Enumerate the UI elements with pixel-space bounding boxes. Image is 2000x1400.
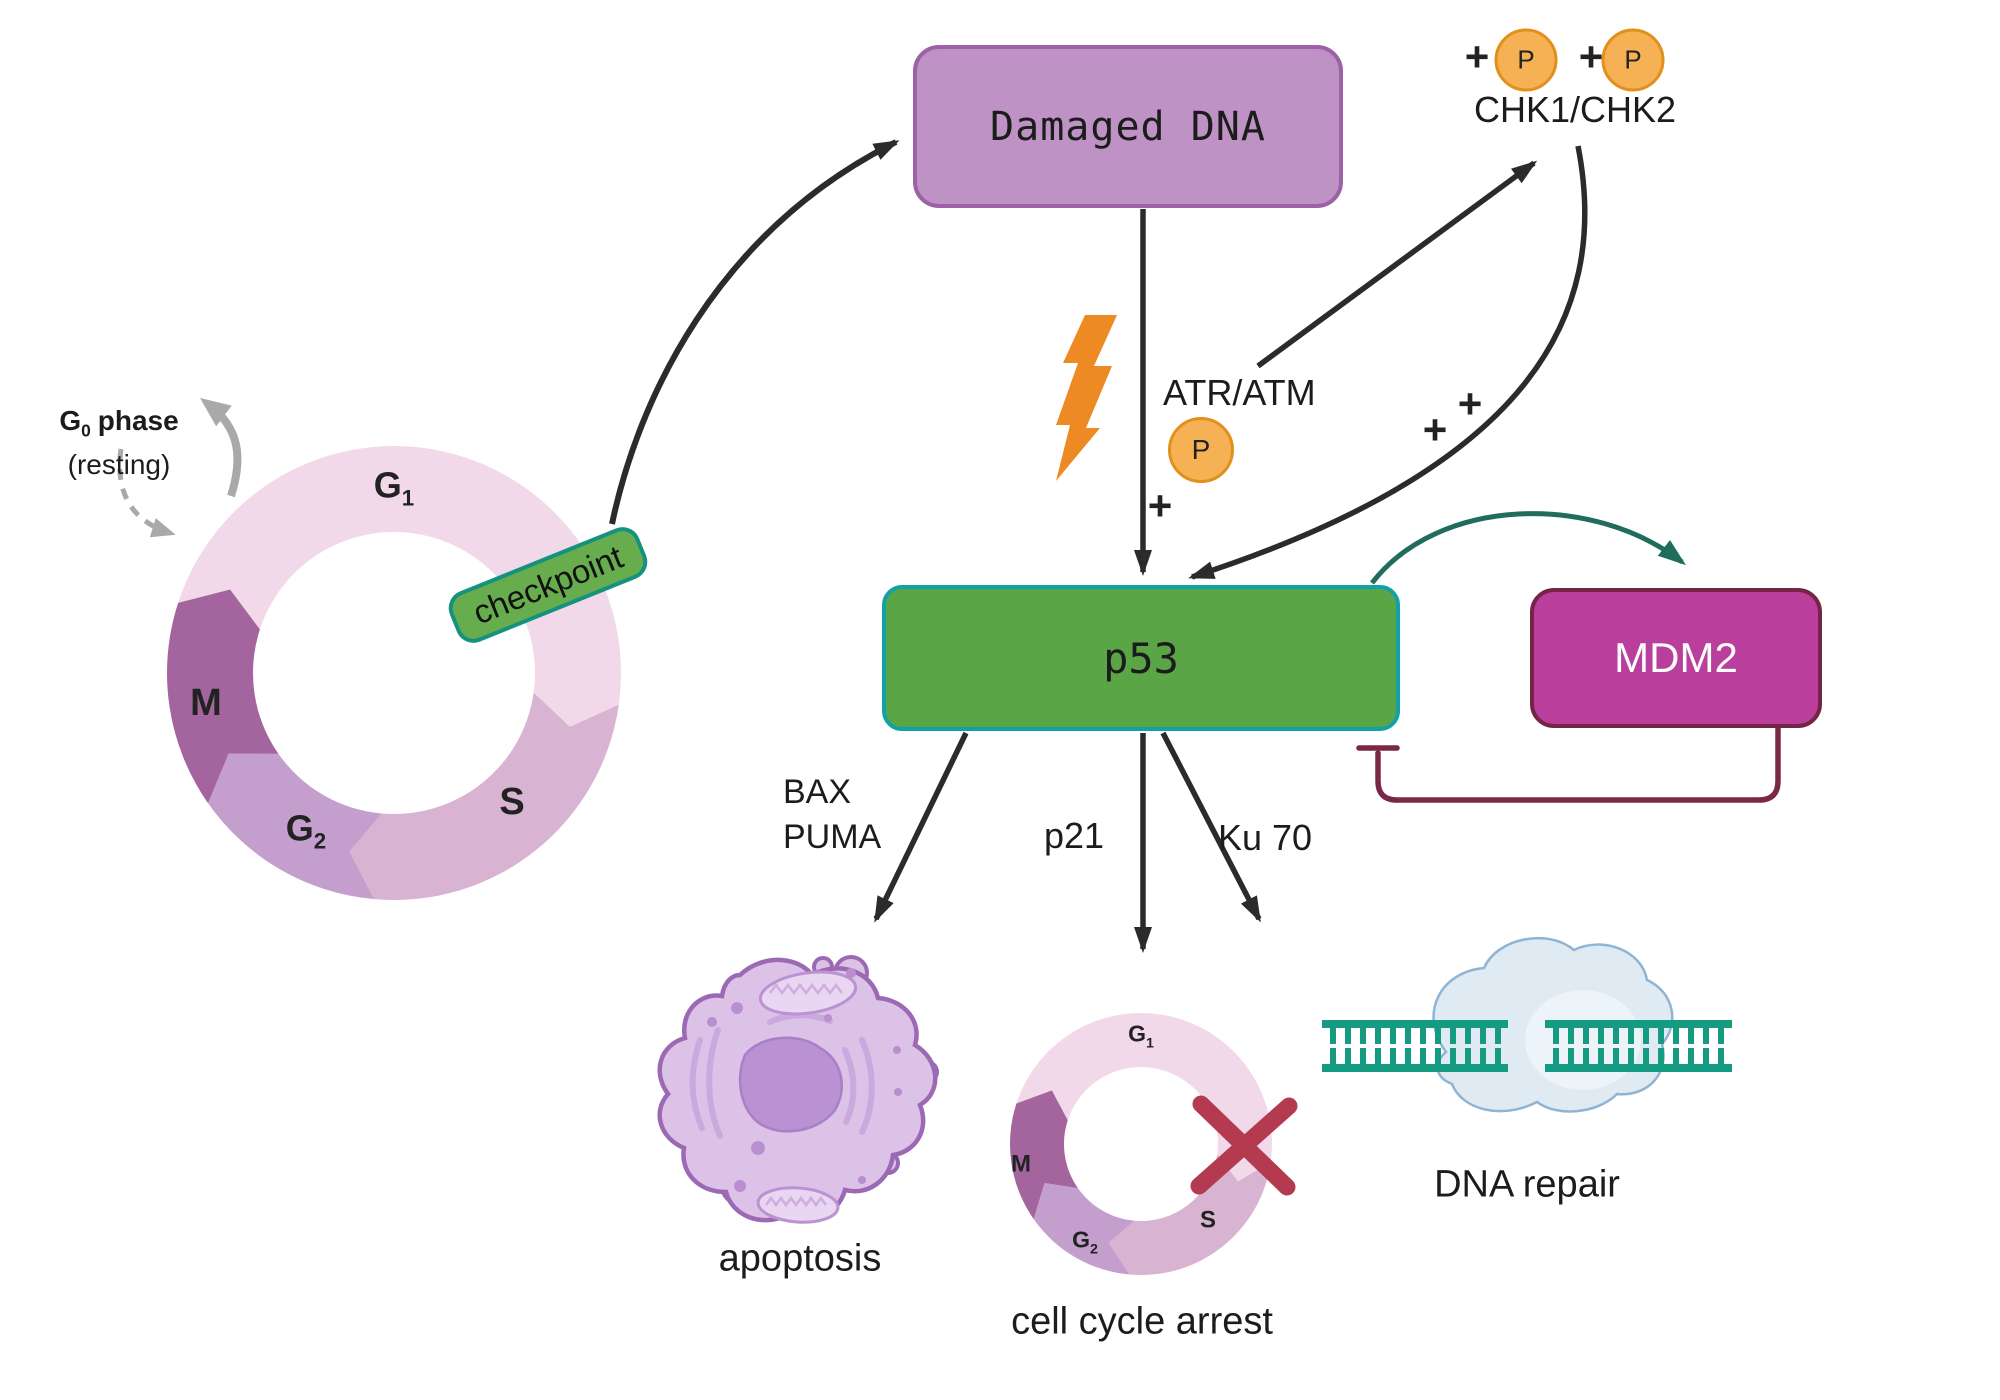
checkpoint-to-damaged-dna-arrow <box>609 139 900 525</box>
plus-sign: + <box>1464 33 1490 80</box>
p53-to-repair-arrow <box>1160 731 1262 923</box>
dna-repair-icon <box>1322 936 1732 1113</box>
phosphate-icon: P <box>1494 28 1558 92</box>
mdm2-label: MDM2 <box>1614 634 1738 681</box>
mini-phase-label-m: M <box>1011 1150 1031 1178</box>
damaged-dna-label: Damaged DNA <box>990 103 1266 150</box>
phosphate-icon: P <box>1601 28 1665 92</box>
dna-repair-label: DNA repair <box>1434 1163 1620 1206</box>
cycle-segment-s <box>1108 1154 1271 1275</box>
phase-label-g2: G2 <box>285 807 327 854</box>
cell-cycle-donut <box>166 446 621 900</box>
ku70-label: Ku 70 <box>1218 817 1313 858</box>
mini-phase-label-g2: G2 <box>1072 1226 1098 1258</box>
cycle-segment-g1 <box>1016 1013 1272 1182</box>
p21-label: p21 <box>1043 815 1105 856</box>
phase-label-m: M <box>190 682 222 725</box>
cycle-segment-g1 <box>178 446 621 727</box>
dna-strands <box>1322 1020 1732 1072</box>
plus-sign: + <box>1457 380 1483 427</box>
chk1-chk2-label: CHK1/CHK2 <box>1473 89 1677 130</box>
cycle-segment-s <box>349 692 619 900</box>
plus-sign: + <box>1422 406 1448 453</box>
puma-label: PUMA <box>783 818 882 856</box>
arrest-cycle-donut <box>1010 1013 1272 1275</box>
bax-label: BAX <box>783 773 852 811</box>
cell-cycle-arrest-label: cell cycle arrest <box>1011 1300 1273 1343</box>
g0-resting-note: (resting) <box>67 448 171 480</box>
lightning-icon <box>1056 315 1117 481</box>
p53-to-mdm2-arrow <box>1370 511 1686 585</box>
cycle-segment-g2 <box>208 753 382 900</box>
damaged-dna-box: Damaged DNA <box>913 45 1343 208</box>
plus-sign: + <box>1578 33 1604 80</box>
g0-exit-arrow <box>200 397 242 498</box>
phase-label-s: S <box>499 781 525 824</box>
mini-phase-label-s: S <box>1199 1206 1217 1234</box>
apoptosis-label: apoptosis <box>718 1237 882 1280</box>
plus-sign: + <box>1147 482 1173 529</box>
chk-to-p53-arrow <box>1188 145 1588 580</box>
apoptotic-cell-icon <box>657 955 939 1224</box>
phosphate-icon: P <box>1168 417 1234 483</box>
atr-atm-to-chk-arrow <box>1256 160 1538 369</box>
bax-puma-label: BAX PUMA <box>783 770 881 860</box>
mdm2-box: MDM2 <box>1530 588 1822 728</box>
mini-phase-label-g1: G1 <box>1128 1020 1154 1052</box>
cycle-segment-g2 <box>1033 1182 1135 1275</box>
phase-label-g1: G1 <box>373 464 415 511</box>
arrest-x-icon <box>1190 1095 1298 1196</box>
p53-to-apoptosis-arrow <box>873 731 969 923</box>
p53-label: p53 <box>1103 633 1179 683</box>
p53-box: p53 <box>882 585 1400 731</box>
cycle-segment-m <box>1010 1090 1078 1220</box>
cycle-segment-m <box>166 589 279 804</box>
mdm2-inhibits-p53-line <box>1375 726 1781 803</box>
atr-atm-label: ATR/ATM <box>1163 372 1316 413</box>
